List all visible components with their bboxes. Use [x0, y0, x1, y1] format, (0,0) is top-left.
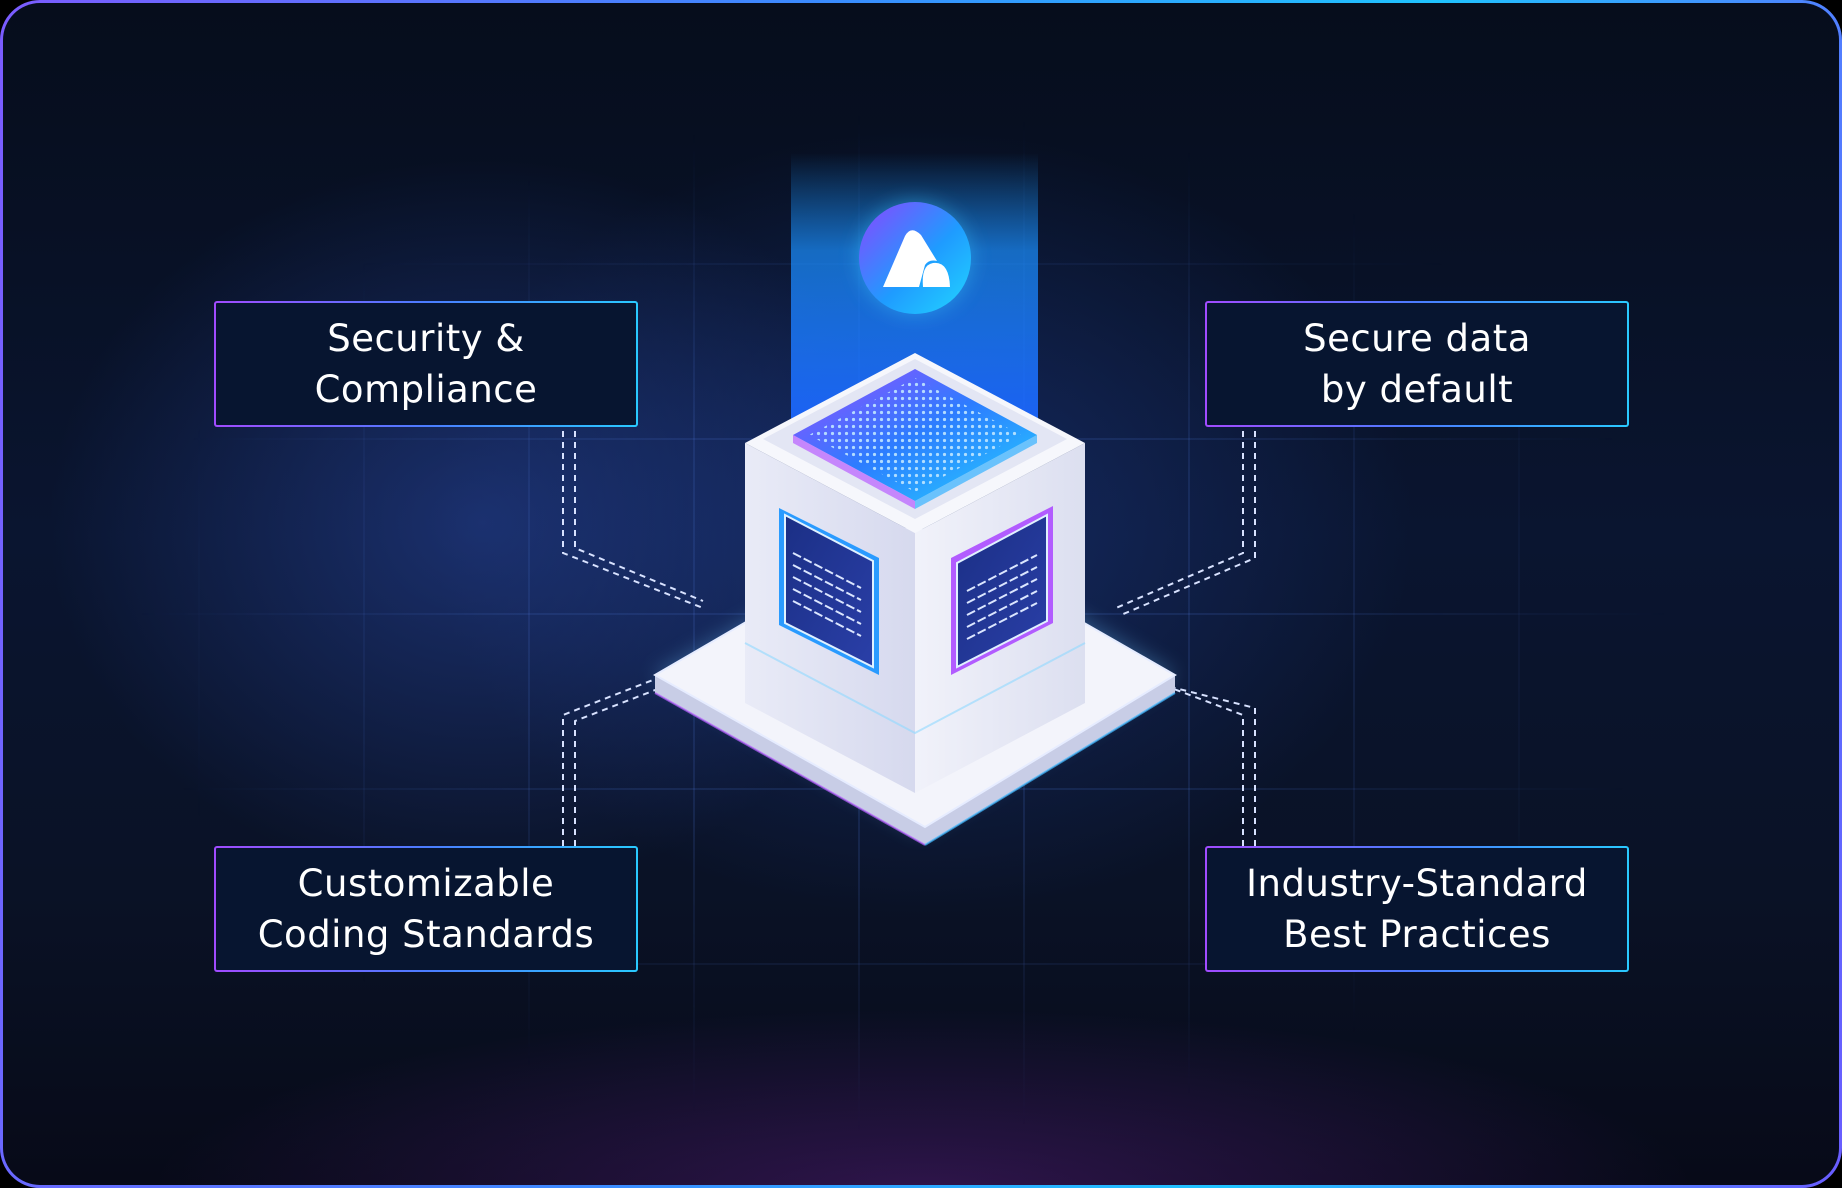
feature-label-line: Coding Standards — [257, 913, 595, 956]
feature-label-line: Customizable — [297, 862, 555, 905]
feature-label-line: Compliance — [314, 368, 538, 411]
feature-label-line: Best Practices — [1283, 913, 1551, 956]
diagram-canvas: Security & Compliance Secure data by def… — [3, 3, 1839, 1185]
feature-label-line: by default — [1320, 368, 1514, 411]
right-screen — [951, 506, 1053, 675]
brand-logo-icon — [859, 202, 971, 314]
feature-box-coding-standards: Customizable Coding Standards — [214, 846, 638, 972]
server-illustration — [562, 153, 1256, 846]
feature-label-line: Security & — [327, 317, 525, 360]
feature-box-best-practices: Industry-Standard Best Practices — [1205, 846, 1629, 972]
feature-label-line: Secure data — [1303, 317, 1531, 360]
feature-box-security-compliance: Security & Compliance — [214, 301, 638, 427]
left-screen — [779, 508, 879, 675]
feature-label-line: Industry-Standard — [1246, 862, 1588, 905]
feature-box-secure-data: Secure data by default — [1205, 301, 1629, 427]
